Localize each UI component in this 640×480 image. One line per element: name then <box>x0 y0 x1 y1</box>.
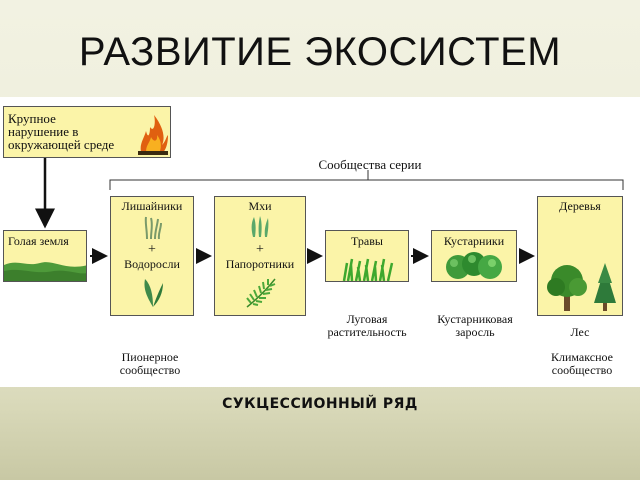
bare-land-label: Голая земля <box>8 234 69 248</box>
stage-shrubs: Кустарники <box>431 230 517 282</box>
stage1-plus: + <box>148 242 156 257</box>
shrub-icon <box>446 252 502 279</box>
moss-icon <box>251 216 269 237</box>
stage-trees: Деревья <box>537 196 623 316</box>
caption-shrub-thicket: Кустарниковая заросль <box>437 312 513 339</box>
caption-meadow: Луговая растительность <box>327 312 407 339</box>
stage-mosses-label: Мхи <box>248 199 272 213</box>
stage-lichens-label: Лишайники <box>121 199 183 213</box>
stage-shrubs-label: Кустарники <box>443 234 505 248</box>
stage-grasses-label: Травы <box>351 234 383 248</box>
stage-algae-label: Водоросли <box>124 257 180 271</box>
stage-trees-label: Деревья <box>559 199 601 213</box>
disturbance-box: Крупное нарушение в окружающей среде <box>3 106 171 158</box>
caption-forest: Лес <box>570 325 590 339</box>
disturbance-line-3: окружающей среде <box>8 137 115 152</box>
stage2-plus: + <box>256 242 264 257</box>
stage-lichens-algae: Лишайники + Водоросли <box>110 196 194 316</box>
series-label: Сообщества серии <box>318 157 422 172</box>
caption-pioneer-community: Пионерное сообщество <box>119 350 181 377</box>
lichen-icon <box>144 216 162 239</box>
disturbance-line-1: Крупное <box>8 111 56 126</box>
fire-icon <box>138 115 168 155</box>
ground-icon <box>4 262 86 281</box>
bare-land-box: Голая земля <box>3 230 87 282</box>
series-bracket <box>109 170 624 190</box>
tree-icon <box>547 263 616 311</box>
disturbance-line-2: нарушение в <box>8 124 79 139</box>
fern-icon <box>246 278 276 308</box>
stage-mosses-ferns: Мхи + Папоротники <box>214 196 306 316</box>
caption-climax-community: Климаксное сообщество <box>550 350 613 377</box>
page-title: РАЗВИТИЕ ЭКОСИСТЕМ <box>78 30 562 74</box>
stage-grasses: Травы <box>325 230 409 282</box>
grass-icon <box>342 258 394 281</box>
algae-icon <box>144 279 163 307</box>
succession-series-subtitle: СУКЦЕССИОННЫЙ РЯД <box>222 396 418 412</box>
stage-ferns-label: Папоротники <box>225 257 295 271</box>
